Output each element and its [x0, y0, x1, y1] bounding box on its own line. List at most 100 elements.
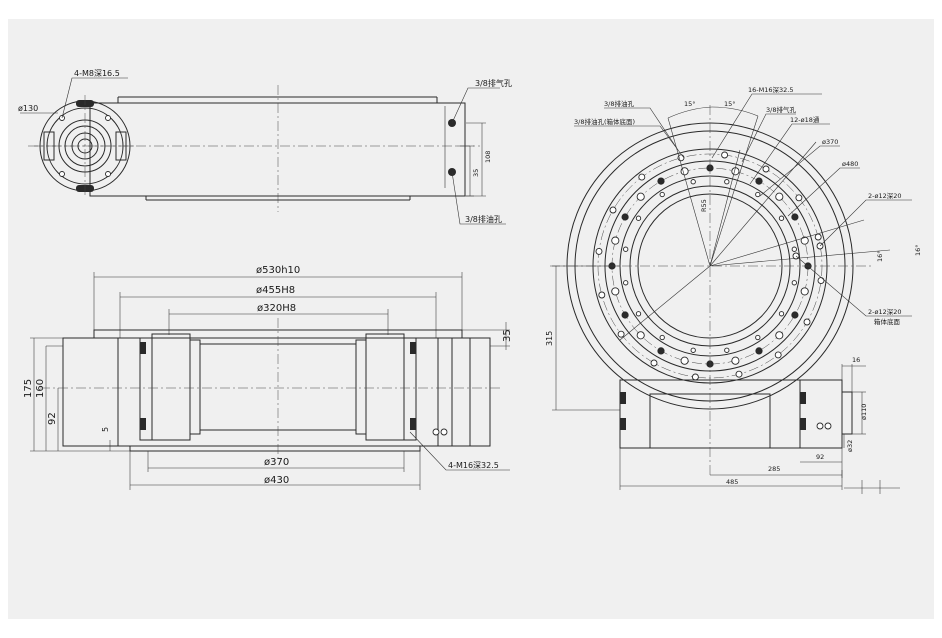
bolt-hole [659, 334, 665, 341]
bolt-hole [638, 173, 646, 181]
bolt-hole [657, 347, 665, 355]
side-vent: 3/8排气孔 [766, 105, 796, 114]
bolt-hole [735, 370, 743, 378]
dim-320H8: ø320H8 [257, 303, 296, 314]
dim-5: 5 [101, 427, 110, 432]
top-view: 108 35 3/8排气孔 3/8排油孔 4-M8深16.5 [18, 69, 512, 225]
bolt-hole [680, 356, 689, 365]
bolt-hole [791, 213, 799, 221]
bolt-hole [755, 347, 763, 355]
top-vent-label: 3/8排气孔 [475, 78, 512, 88]
side-pin-note-top: 2-ø12深20 [868, 191, 902, 200]
top-thread-note: 4-M8深16.5 [74, 69, 120, 78]
side-dim-16: 16 [852, 356, 860, 364]
bolt-hole [791, 280, 797, 286]
bolt-hole [636, 331, 645, 340]
bolt-hole [659, 191, 665, 198]
front-thread-note: 4-M16深32.5 [448, 461, 499, 470]
bolt-hole [755, 191, 761, 198]
bolt-hole [650, 359, 658, 367]
bolt-hole [636, 192, 645, 201]
side-angle-b: 15° [724, 100, 736, 108]
side-angle-small-a: 16° [876, 250, 884, 262]
side-bolt-holes [595, 151, 825, 381]
side-dim-285: 285 [768, 465, 780, 473]
bolt-hole [611, 236, 620, 245]
bolt-hole [609, 206, 617, 214]
bolt-hole [814, 233, 822, 241]
dim-455H8: ø455H8 [256, 285, 295, 296]
bolt-hole [775, 192, 784, 201]
side-dim-110: ø110 [860, 404, 868, 420]
bolt-hole [623, 246, 629, 252]
bolt-hole [774, 351, 782, 359]
dim-92: 92 [47, 412, 58, 425]
top-flange [34, 95, 136, 197]
bolt-hole [721, 151, 729, 159]
bolt-hole [762, 165, 770, 173]
side-view: 15° 15° 3/8排油孔 3/8排油孔(箱体底面) 3/8排气孔 16-M1… [545, 85, 922, 494]
side-inner-radius: R55 [700, 199, 708, 212]
top-drain-label: 3/8排油孔 [465, 214, 502, 224]
bolt-hole [791, 311, 799, 319]
side-dim-32: ø32 [846, 440, 854, 452]
bolt-hole [817, 277, 825, 285]
side-motor-flange [799, 379, 843, 449]
bolt-hole [611, 287, 620, 296]
side-pin-note-bottom-sub: 箱体底面 [874, 317, 901, 326]
bolt-hole [803, 318, 811, 326]
top-dim-right-outer: 108 [484, 151, 492, 163]
bolt-hole [635, 311, 642, 317]
bolt-hole [778, 311, 785, 317]
front-section-view: ø530h10 ø455H8 ø320H8 [23, 265, 513, 490]
top-flange-dia: ø130 [18, 104, 38, 113]
bolt-hole [595, 247, 603, 255]
bolt-hole [691, 373, 699, 381]
bolt-hole [598, 291, 606, 299]
bolt-hole [795, 194, 803, 202]
dim-370: ø370 [264, 457, 289, 468]
bolt-hole [621, 213, 629, 221]
bolt-hole [635, 215, 642, 221]
bolt-hole [800, 287, 809, 296]
bolt-hole [623, 280, 629, 286]
bolt-hole [755, 334, 761, 341]
top-view-body [89, 102, 466, 197]
side-dim-92: 92 [816, 453, 824, 461]
bolt-hole [778, 215, 785, 221]
side-holes-note: 12-ø18通 [790, 115, 820, 124]
bolt-hole [791, 246, 797, 252]
side-drain-note: 3/8排油孔(箱体底面) [574, 117, 635, 126]
dim-35: 35 [502, 329, 513, 342]
drawing-sheet [8, 19, 934, 619]
bolt-hole [621, 311, 629, 319]
side-pin-note-bottom: 2-ø12深20 [868, 307, 902, 316]
side-thread-note: 16-M16深32.5 [748, 85, 793, 94]
bolt-hole [690, 347, 696, 353]
bolt-hole [724, 347, 730, 353]
dim-175: 175 [23, 379, 34, 398]
side-dim-485: 485 [726, 478, 738, 486]
side-angle-a: 15° [684, 100, 696, 108]
dim-530h10: ø530h10 [256, 265, 300, 276]
bolt-hole [724, 179, 730, 185]
side-drain-left: 3/8排油孔 [604, 99, 634, 108]
bolt-hole [680, 167, 689, 176]
bolt-hole [657, 177, 665, 185]
side-dim-315: 315 [545, 331, 554, 346]
bolt-hole [755, 177, 763, 185]
bolt-hole [775, 331, 784, 340]
bolt-hole [731, 356, 740, 365]
front-ring-right [365, 333, 405, 441]
dim-160: 160 [35, 379, 46, 398]
bolt-hole [800, 236, 809, 245]
side-dia-370: ø370 [822, 138, 838, 146]
front-ring-left [151, 333, 191, 441]
bolt-hole [690, 179, 696, 185]
top-dim-right-inner: 35 [472, 169, 480, 177]
bolt-hole [617, 330, 625, 338]
side-dia-480: ø480 [842, 160, 858, 168]
side-angle-small-b: 16° [914, 244, 922, 256]
